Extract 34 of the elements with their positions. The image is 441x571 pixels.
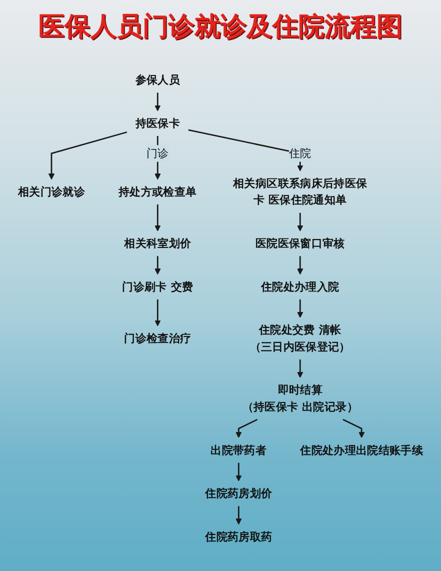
arrow [297, 299, 304, 318]
step-text: 相关病区联系病床后持医保卡 医保住院通知单 [233, 176, 368, 207]
arrow [236, 462, 242, 482]
step-text: 参保人员 [135, 73, 180, 86]
step-text: 相关科室划价 [124, 236, 192, 250]
edge-label: 住院 [288, 145, 312, 162]
arrow [154, 204, 161, 232]
step-text: 持医保卡 [135, 116, 180, 130]
step-text: 相关门诊就诊 [18, 184, 86, 198]
step-text: 住院处办理入院 [261, 280, 340, 294]
edge-label: 门诊 [146, 145, 169, 162]
arrow [154, 92, 161, 112]
arrow [236, 506, 242, 525]
step-text: 医院医保窗口审核 [255, 236, 345, 250]
arrow [154, 136, 161, 180]
arrow [48, 131, 128, 180]
title: 医保人员门诊就诊及住院流程图 [38, 11, 404, 44]
step-text: 住院处办理出院结账手续 [300, 443, 424, 457]
step-text: 出院带药者 [210, 443, 267, 457]
step-text: 持处方或检查单 [118, 184, 197, 198]
step-text: 即时结算 （持医保卡 出院记录） [242, 383, 358, 414]
step-text: 门诊刷卡 交费 [122, 280, 194, 294]
arrow [154, 299, 161, 326]
arrow [342, 418, 365, 438]
step-text: 门诊检查治疗 [124, 332, 192, 345]
arrow [297, 256, 304, 275]
arrow [297, 212, 304, 232]
arrow [154, 256, 161, 275]
step-text: 住院药房划价 [205, 486, 272, 500]
arrow [236, 418, 258, 438]
arrow [188, 129, 304, 172]
arrow [297, 359, 304, 378]
step-text: 住院药房取药 [205, 530, 272, 544]
step-text: 住院处交费 清帐 （三日内医保登记） [250, 323, 350, 354]
